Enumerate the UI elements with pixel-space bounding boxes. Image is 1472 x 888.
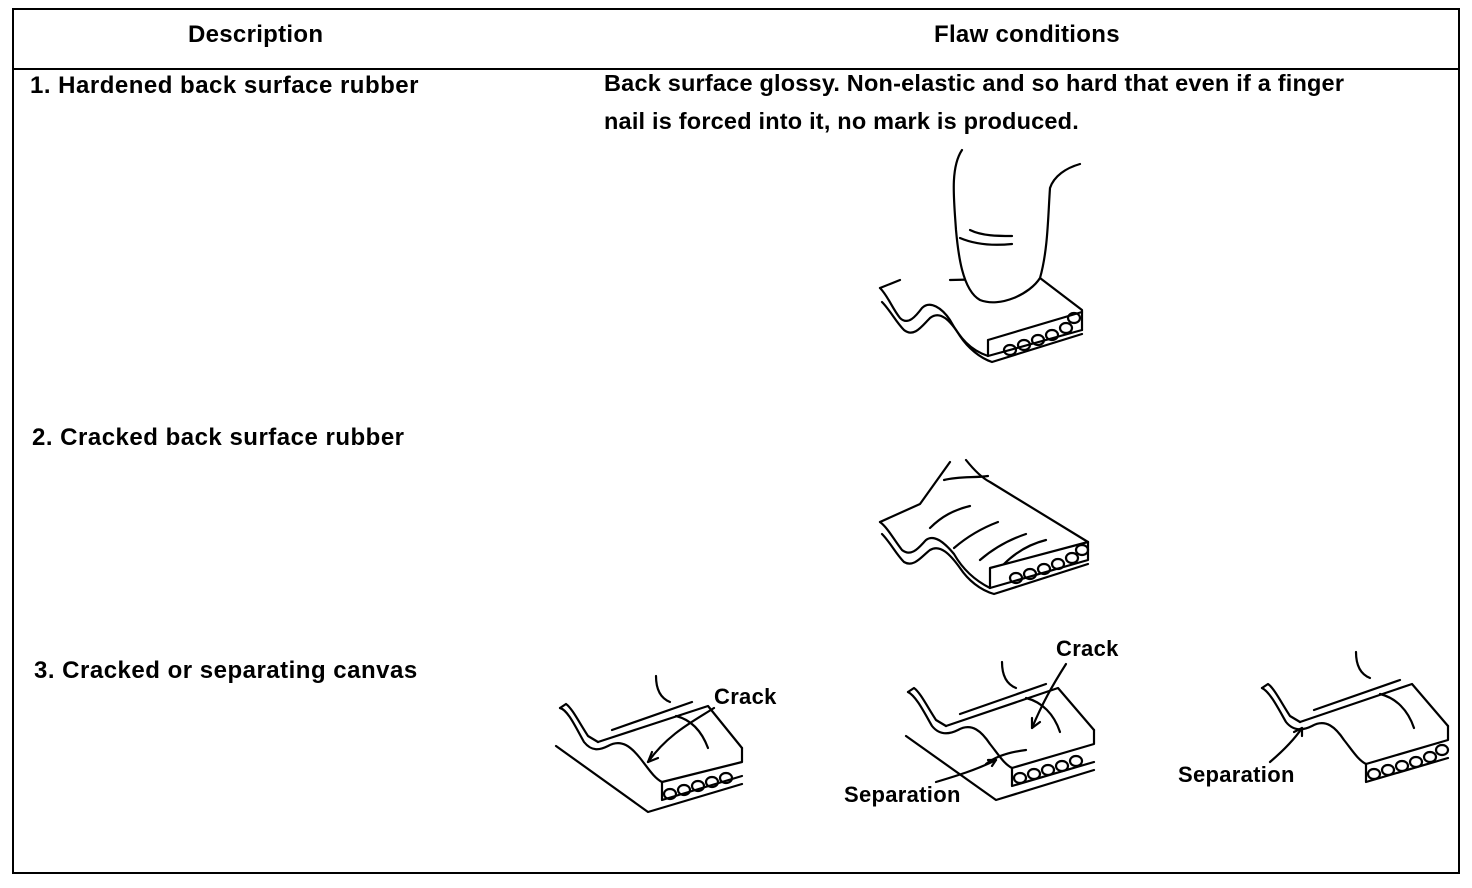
crack-label-2: Crack: [1056, 636, 1119, 661]
separating-canvas-belt: [1260, 650, 1450, 784]
cracked-belt-illustration: [878, 458, 1090, 596]
finger-pressing-belt-illustration: [878, 148, 1084, 364]
row-1-flaw-text: Back surface glossy. Non-elastic and so …: [604, 64, 1444, 140]
row-1-flaw-line-1: Back surface glossy. Non-elastic and so …: [604, 70, 1345, 96]
header-flaw-conditions: Flaw conditions: [934, 21, 1120, 48]
cracked-and-separating-belt: [904, 660, 1096, 802]
row-1-flaw-line-2: nail is forced into it, no mark is produ…: [604, 108, 1079, 134]
row-3-description: 3. Cracked or separating canvas: [34, 657, 418, 684]
flaw-table: Description Flaw conditions: [12, 8, 1460, 874]
separation-label-1: Separation: [844, 782, 961, 807]
header-divider: [14, 68, 1458, 70]
row-2-description: 2. Cracked back surface rubber: [32, 424, 405, 451]
crack-label-1: Crack: [714, 684, 777, 709]
row-1-description: 1. Hardened back surface rubber: [30, 72, 419, 99]
cracked-canvas-belt: [554, 674, 744, 814]
header-description: Description: [188, 21, 324, 48]
separation-label-2: Separation: [1178, 762, 1295, 787]
